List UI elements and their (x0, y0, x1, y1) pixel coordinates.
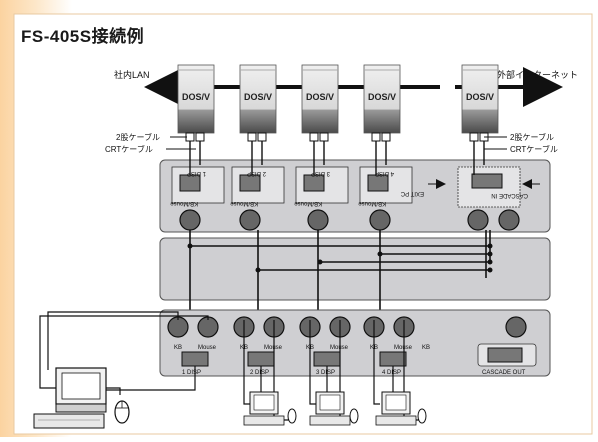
cable-crt-left-label: CRTケーブル (105, 144, 153, 154)
lan-out-label: 外部インターネット (497, 69, 578, 80)
bottom-port-2: KB Mouse 2 DISP (233, 316, 285, 376)
bottom-port-2-mouse: Mouse (264, 345, 283, 351)
console-4 (375, 391, 427, 426)
mouse-2 (287, 408, 297, 424)
bottom-port-4-disp: 4 DISP (382, 370, 401, 376)
top-port-3-disp: 3 DISP (311, 170, 330, 176)
cable-kb-right-label: 2股ケーブル (510, 132, 554, 142)
cascade-in-port (498, 209, 520, 231)
page-title: FS-405S接続例 (21, 27, 145, 46)
exit-pc-port (467, 209, 489, 231)
cable-kb-left-label: 2股ケーブル (116, 132, 160, 142)
server-1-label: DOS/V (182, 92, 210, 102)
console-2 (243, 391, 297, 426)
keyboard-3 (309, 415, 351, 426)
exit-pc-label: EXIT PC (400, 190, 424, 196)
server-4: DOS/V (363, 64, 401, 142)
top-port-2-disp: 2 DISP (247, 170, 266, 176)
console-1 (33, 367, 130, 429)
keyboard-4 (375, 415, 417, 426)
mouse-3 (349, 408, 359, 424)
top-port-1: 1 DISP KB/Mouse (170, 166, 225, 231)
lan-in-label: 社内LAN (114, 69, 150, 80)
bottom-port-1: KB Mouse 1 DISP (167, 316, 219, 376)
top-port-4-kbm: KB/Mouse (358, 200, 386, 206)
cascade-out-port (505, 316, 527, 338)
bottom-port-4-mouse: Mouse (394, 345, 413, 351)
server-cables (189, 141, 485, 175)
cable-crt-right-label: CRTケーブル (510, 144, 558, 154)
top-port-2: 2 DISP KB/Mouse (230, 166, 285, 231)
bus-junctions (187, 243, 493, 273)
top-port-1-disp: 1 DISP (187, 170, 206, 176)
server-5: DOS/V (461, 64, 499, 142)
bottom-port-3-disp: 3 DISP (316, 370, 335, 376)
top-port-3-kbm: KB/Mouse (294, 200, 322, 206)
cascade-out-label: CASCADE OUT (482, 370, 526, 376)
server-2: DOS/V (239, 64, 277, 142)
top-port-4: 4 DISP KB/Mouse (358, 166, 413, 231)
server-1: DOS/V (177, 64, 215, 142)
bottom-kb-extra-label: KB (422, 345, 430, 351)
server-3: DOS/V (301, 64, 339, 142)
cascade-in-label: CASCADE IN (491, 192, 528, 198)
server-2-label: DOS/V (244, 92, 272, 102)
mouse-4 (417, 408, 427, 424)
server-4-label: DOS/V (368, 92, 396, 102)
bottom-port-1-disp: 1 DISP (182, 370, 201, 376)
bottom-port-3-mouse: Mouse (330, 345, 349, 351)
top-port-3: 3 DISP KB/Mouse (294, 166, 349, 231)
server-5-label: DOS/V (466, 92, 494, 102)
console-3 (309, 391, 359, 426)
top-port-2-kbm: KB/Mouse (230, 200, 258, 206)
bottom-port-2-disp: 2 DISP (250, 370, 269, 376)
server-3-label: DOS/V (306, 92, 334, 102)
bottom-port-1-kb: KB (174, 345, 182, 351)
keyboard-2 (243, 415, 285, 426)
keyboard-1 (33, 413, 105, 429)
top-port-1-kbm: KB/Mouse (170, 200, 198, 206)
top-port-4-disp: 4 DISP (375, 170, 394, 176)
bottom-port-1-mouse: Mouse (198, 345, 217, 351)
